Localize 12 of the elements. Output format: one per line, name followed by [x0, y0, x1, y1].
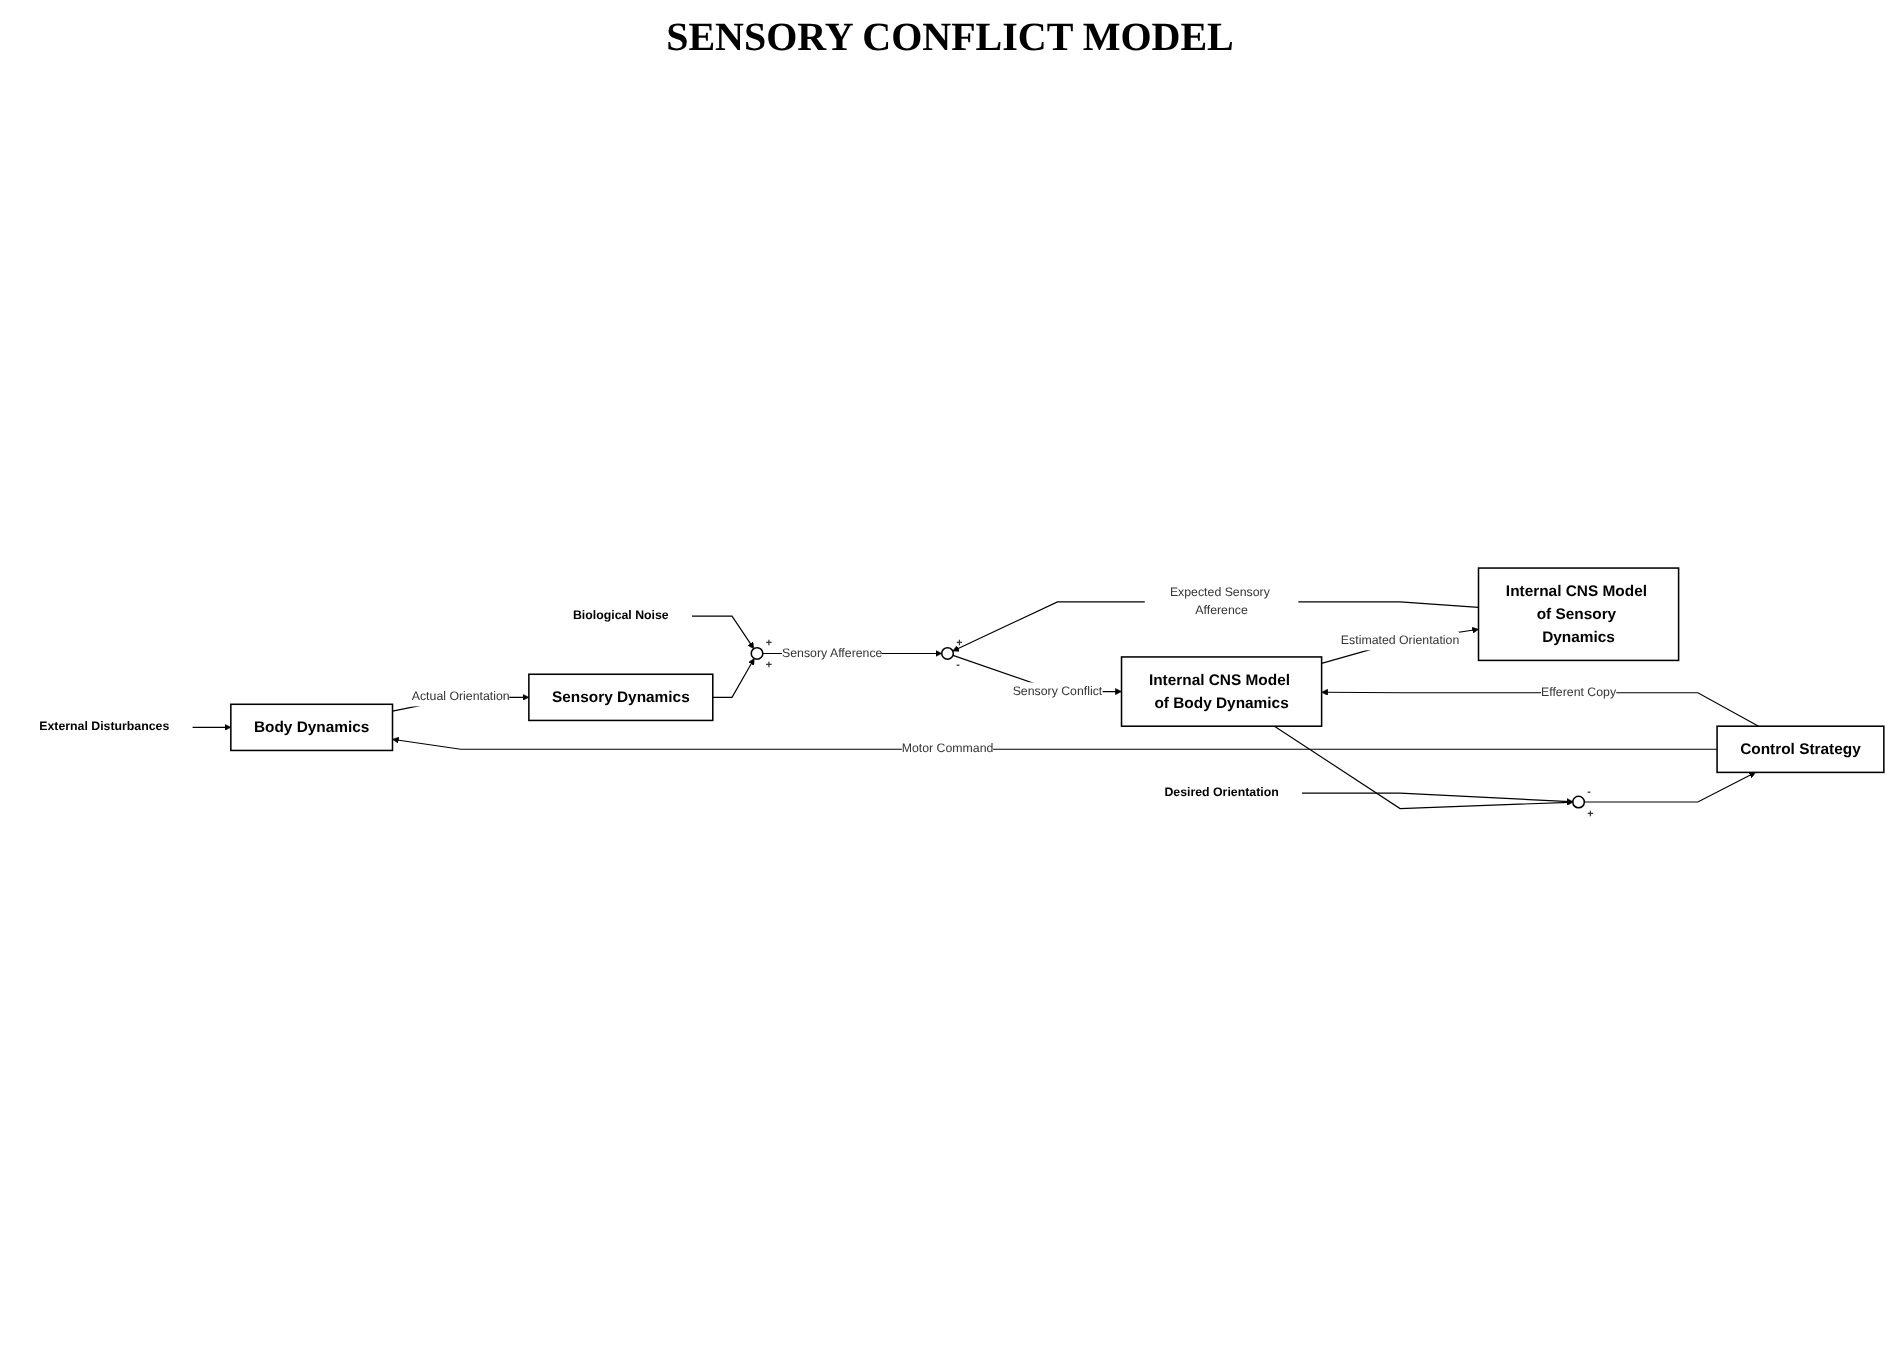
arrow [1583, 771, 1756, 802]
node-circle [941, 645, 955, 659]
arrow [691, 614, 755, 648]
arrow [952, 600, 1480, 651]
arrow [712, 657, 755, 697]
node-circle [1572, 794, 1586, 808]
arrow [1273, 724, 1574, 809]
diagram-title: SENSORY CONFLICT MODEL [664, 16, 1236, 62]
arrow [191, 723, 232, 730]
arrow [1301, 791, 1574, 804]
node-circle [750, 645, 764, 659]
arrow [392, 735, 1718, 749]
